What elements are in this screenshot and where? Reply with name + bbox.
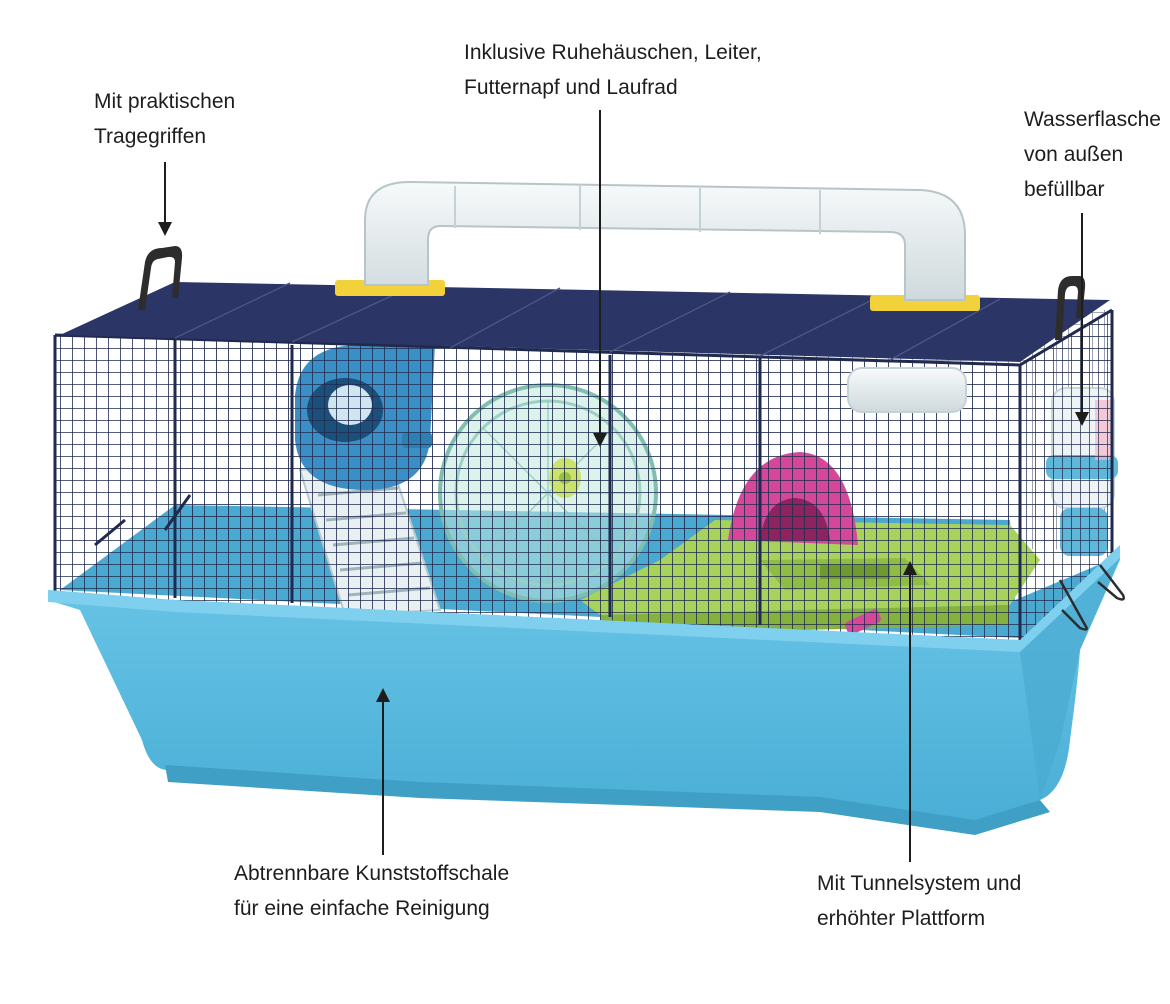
callout-line: Mit Tunnelsystem und [817,872,1022,895]
callout-line: Abtrennbare Kunststoffschale [234,862,510,885]
callout-accessories: Inklusive Ruhehäuschen, Leiter, Futterna… [464,35,762,105]
callout-line: für eine einfache Reinigung [234,897,490,920]
arrow-up-icon [376,688,390,855]
tunnel-tube [335,180,980,413]
arrow-down-icon [1075,213,1089,426]
callout-tunnel-platform: Mit Tunnelsystem und erhöhter Plattform [817,866,1021,936]
callout-line: Futternapf und Laufrad [464,76,678,99]
callout-line: Tragegriffen [94,125,207,148]
callout-line: Wasserflasche [1024,108,1161,131]
plastic-tray [48,545,1120,835]
callout-line: Inklusive Ruhehäuschen, Leiter, [464,41,762,64]
carry-handles [138,246,1086,340]
callout-line: befüllbar [1024,178,1105,201]
arrow-down-icon [593,110,607,447]
bottle-holder [1058,564,1125,631]
callout-plastic-tray: Abtrennbare Kunststoffschale für eine ei… [234,856,509,926]
callout-carry-handles: Mit praktischen Tragegriffen [94,84,235,154]
callout-water-bottle: Wasserflasche von außen befüllbar [1024,102,1161,207]
callout-line: erhöhter Plattform [817,907,986,930]
arrow-down-icon [158,162,172,236]
arrow-up-icon [903,561,917,862]
callout-line: von außen [1024,143,1124,166]
cage-roof [60,282,1110,362]
callout-line: Mit praktischen [94,90,236,113]
